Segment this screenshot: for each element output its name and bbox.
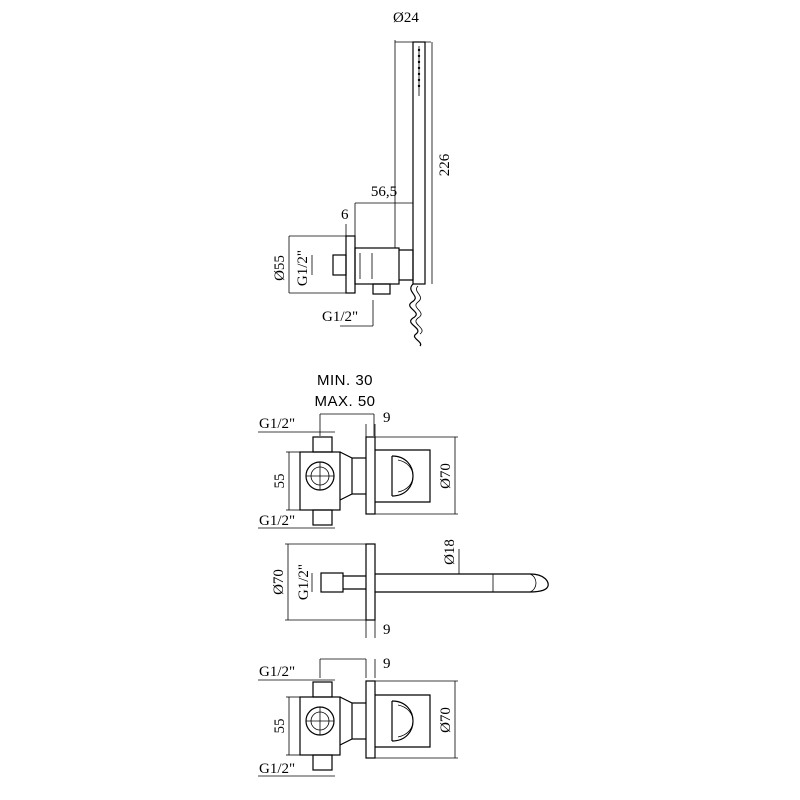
label-spout-dia-plate: Ø70 (271, 569, 287, 595)
mixer-handle-2 (375, 694, 431, 748)
label-dia-spout: Ø18 (442, 539, 458, 565)
label-plate-thickness: 9 (383, 410, 391, 426)
spout-wall-plate (365, 543, 376, 621)
label-dia-plate: Ø70 (438, 463, 454, 489)
label-flange-thickness: 6 (341, 207, 349, 223)
bottom-inlet-2 (312, 754, 333, 771)
label-bottom-thread-top: G1/2" (259, 664, 295, 680)
label-wall-min: MIN. 30 (317, 372, 373, 389)
wall-flange (345, 235, 356, 294)
hose-connector (372, 283, 391, 295)
label-thread-bottom: G1/2" (259, 513, 295, 529)
nozzle-dots (417, 48, 421, 88)
wall-plate-2 (365, 680, 376, 759)
hand-shower-view: Ø24 226 56,5 6 Ø55 G1/2" G1/2" (272, 10, 453, 347)
label-thread-top: G1/2" (259, 416, 295, 432)
label-spout-thread: G1/2" (296, 564, 312, 600)
inlet-stub (332, 254, 347, 276)
outlet-body (354, 247, 400, 285)
wall-plate (365, 436, 376, 515)
spout-view: Ø18 Ø70 G1/2" 9 (271, 539, 549, 638)
top-inlet-2 (312, 681, 333, 698)
label-depth-outlet: 56,5 (371, 184, 397, 200)
spout-inlet (320, 572, 344, 593)
label-spout-plate-thickness: 9 (383, 622, 391, 638)
label-bottom-body-height: 55 (272, 719, 288, 734)
mixer-handle (375, 449, 431, 503)
label-bottom-thread-bottom: G1/2" (259, 761, 295, 777)
mixer-top-view: MIN. 30 MAX. 50 9 G1/2" 55 (258, 372, 458, 529)
label-dia-flange: Ø55 (272, 255, 288, 281)
top-inlet (312, 436, 333, 453)
holder-bracket (399, 249, 414, 281)
mixer-bottom-view: 9 G1/2" 55 Ø70 G1/2" (258, 656, 458, 777)
label-length-handle: 226 (437, 153, 453, 176)
label-wall-max: MAX. 50 (314, 393, 375, 410)
hose (409, 283, 422, 347)
label-inlet-thread: G1/2" (295, 250, 311, 286)
label-bottom-dia-plate: Ø70 (438, 707, 454, 733)
label-bottom-plate-thickness: 9 (383, 656, 391, 672)
label-dia-handle: Ø24 (393, 10, 419, 26)
label-body-height: 55 (272, 474, 288, 489)
bottom-inlet (312, 509, 333, 526)
label-outlet-thread: G1/2" (322, 309, 358, 325)
spout-pipe (375, 573, 549, 593)
